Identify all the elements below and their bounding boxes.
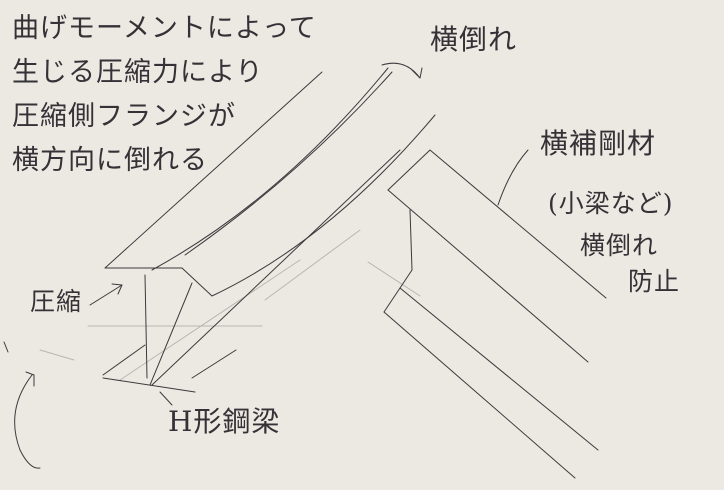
web-edge [144,274,148,379]
bracing-purpose-label: 防止 [628,267,681,296]
arrowhead [25,371,35,387]
moment-arrow [14,374,41,469]
moment-tick [3,341,9,353]
leader-line [159,391,173,406]
annotation-line: 生じる圧縮力により [12,57,264,88]
arrowhead [111,283,123,295]
bracing-example-label: (小梁など) [548,189,674,218]
compression-arrow [89,284,123,306]
buckled-flange [181,114,436,297]
bracing-top [387,149,607,299]
guide-line [39,349,75,361]
leader-line [497,149,529,206]
bracing-bottom-edge [383,311,576,479]
arrowhead [411,67,423,79]
web-edge [149,282,193,386]
top-flange-edge [151,67,389,271]
annotation-line: 曲げモーメントによって [12,13,317,44]
guide-line [119,259,301,381]
bracing-purpose-label: 横倒れ [580,231,659,260]
bottom-flange [102,377,196,393]
compression-label: 圧縮 [30,287,83,316]
lateral-buckling-label: 横倒れ [430,23,518,56]
guide-line [264,229,361,301]
bracing-title-label: 横補剛材 [540,127,657,160]
top-flange-edge [184,71,393,256]
annotation-line: 横方向に倒れる [12,145,208,176]
h-beam-label: H形鋼梁 [168,405,281,438]
bracing-web [409,209,413,271]
buckling-arrow [381,62,421,79]
guide-line [367,261,421,297]
web-long-edge [151,149,401,386]
annotation-line: 圧縮側フランジが [12,101,236,132]
top-flange-edge [104,71,323,269]
bottom-flange [102,344,146,376]
bracing-bottom-edge [399,287,599,451]
bracing-bottom [383,269,413,313]
bottom-flange [191,349,237,379]
bracing-flange-edge [387,189,589,363]
